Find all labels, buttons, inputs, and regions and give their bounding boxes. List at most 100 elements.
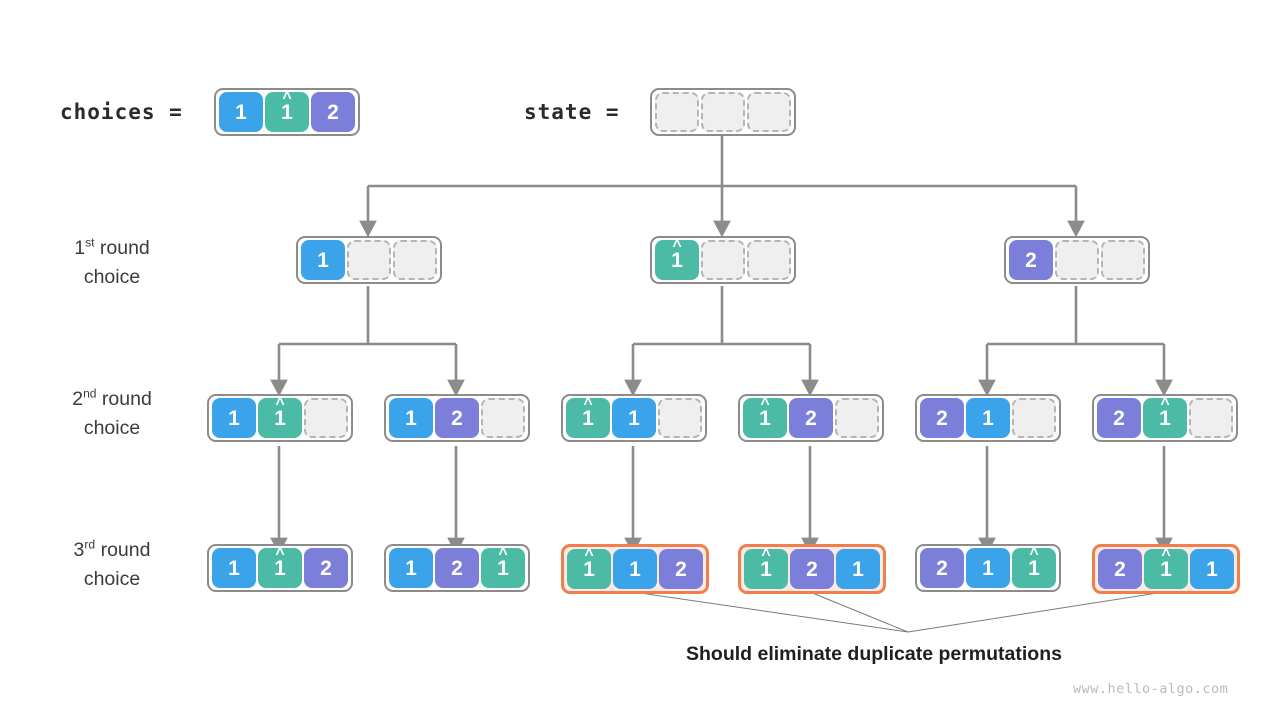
cell-value: 2 — [936, 556, 948, 580]
cell-value: 1 — [982, 406, 994, 430]
array-cell-empty — [835, 398, 879, 438]
array-cell-2: 2 — [1098, 549, 1142, 589]
choices-array: 112 — [214, 88, 360, 136]
cell-value: 1 — [1028, 558, 1040, 579]
cell-value: 2 — [675, 557, 687, 581]
array-cell-1: 1 — [212, 548, 256, 588]
tree-node-level2-6: 21 — [1092, 394, 1238, 442]
cell-value: 2 — [320, 556, 332, 580]
cell-value: 2 — [936, 406, 948, 430]
cell-value: 2 — [451, 406, 463, 430]
cell-value: 1 — [1160, 559, 1172, 580]
array-cell-1: 1 — [966, 398, 1010, 438]
row-label-round-1: 1st round choice — [27, 234, 197, 293]
cell-value: 1 — [281, 102, 293, 123]
array-cell-empty — [304, 398, 348, 438]
array-cell-1-hat: 1 — [655, 240, 699, 280]
array-cell-empty — [481, 398, 525, 438]
cell-value: 1 — [497, 558, 509, 579]
array-cell-2: 2 — [920, 548, 964, 588]
array-cell-1-hat: 1 — [258, 548, 302, 588]
cell-value: 1 — [1206, 557, 1218, 581]
tree-node-level2-1: 11 — [207, 394, 353, 442]
row-1-line2: choice — [83, 266, 141, 289]
row-1-line1: 1st round — [74, 235, 150, 259]
cell-value: 2 — [1113, 406, 1125, 430]
array-cell-empty — [747, 92, 791, 132]
array-cell-empty — [1101, 240, 1145, 280]
row-2-line1: 2nd round — [72, 386, 152, 410]
array-cell-empty — [1189, 398, 1233, 438]
tree-node-level1-1: 1 — [296, 236, 442, 284]
cell-value: 1 — [405, 556, 417, 580]
tree-node-level1-3: 2 — [1004, 236, 1150, 284]
array-cell-1-hat: 1 — [1144, 549, 1188, 589]
array-cell-2: 2 — [1009, 240, 1053, 280]
array-cell-1: 1 — [389, 398, 433, 438]
tree-node-level3-6: 211 — [1092, 544, 1240, 594]
array-cell-1: 1 — [301, 240, 345, 280]
array-cell-2: 2 — [789, 398, 833, 438]
array-cell-1: 1 — [1190, 549, 1234, 589]
choices-label: choices = — [60, 100, 183, 124]
annotation-text: Should eliminate duplicate permutations — [686, 643, 1062, 665]
array-cell-empty — [701, 240, 745, 280]
tree-node-level3-3: 112 — [561, 544, 709, 594]
array-cell-2: 2 — [304, 548, 348, 588]
array-cell-empty — [1012, 398, 1056, 438]
cell-value: 1 — [671, 250, 683, 271]
cell-value: 1 — [235, 100, 247, 124]
cell-value: 1 — [760, 559, 772, 580]
array-cell-2: 2 — [435, 548, 479, 588]
cell-value: 1 — [628, 406, 640, 430]
array-cell-1-hat: 1 — [258, 398, 302, 438]
tree-node-level3-4: 121 — [738, 544, 886, 594]
array-cell-1: 1 — [219, 92, 263, 132]
cell-value: 2 — [1025, 248, 1037, 272]
tree-node-level1-2: 1 — [650, 236, 796, 284]
tree-node-level3-2: 1 2 1 — [384, 544, 530, 592]
callout-leaders — [632, 591, 1165, 633]
array-cell-1-hat: 1 — [743, 398, 787, 438]
cell-value: 1 — [852, 557, 864, 581]
array-cell-empty — [1055, 240, 1099, 280]
row-3-line1: 3rd round — [73, 537, 151, 561]
array-cell-1-hat: 1 — [567, 549, 611, 589]
array-cell-1: 1 — [612, 398, 656, 438]
array-cell-1-hat: 1 — [1143, 398, 1187, 438]
array-cell-2: 2 — [659, 549, 703, 589]
tree-node-level2-4: 12 — [738, 394, 884, 442]
array-cell-empty — [658, 398, 702, 438]
array-cell-1-hat: 1 — [265, 92, 309, 132]
cell-value: 2 — [805, 406, 817, 430]
cell-value: 1 — [583, 559, 595, 580]
array-cell-2: 2 — [1097, 398, 1141, 438]
array-cell-1: 1 — [389, 548, 433, 588]
array-cell-empty — [701, 92, 745, 132]
cell-value: 1 — [228, 406, 240, 430]
tree-node-level3-5: 211 — [915, 544, 1061, 592]
cell-value: 1 — [228, 556, 240, 580]
cell-value: 1 — [317, 248, 329, 272]
array-cell-2: 2 — [790, 549, 834, 589]
row-label-round-2: 2nd round choice — [27, 385, 197, 444]
array-cell-1: 1 — [836, 549, 880, 589]
row-2-line2: choice — [83, 417, 141, 440]
array-cell-2: 2 — [311, 92, 355, 132]
cell-value: 1 — [274, 558, 286, 579]
row-3-line2: choice — [83, 568, 141, 591]
array-cell-1-hat: 1 — [566, 398, 610, 438]
cell-value: 2 — [451, 556, 463, 580]
array-cell-1-hat: 1 — [481, 548, 525, 588]
row-label-round-3: 3rd round choice — [27, 536, 197, 595]
array-cell-2: 2 — [920, 398, 964, 438]
watermark: www.hello-algo.com — [1073, 681, 1229, 697]
cell-value: 1 — [274, 408, 286, 429]
array-cell-1: 1 — [966, 548, 1010, 588]
cell-value: 1 — [582, 408, 594, 429]
array-cell-1-hat: 1 — [744, 549, 788, 589]
array-cell-empty — [655, 92, 699, 132]
array-cell-empty — [347, 240, 391, 280]
